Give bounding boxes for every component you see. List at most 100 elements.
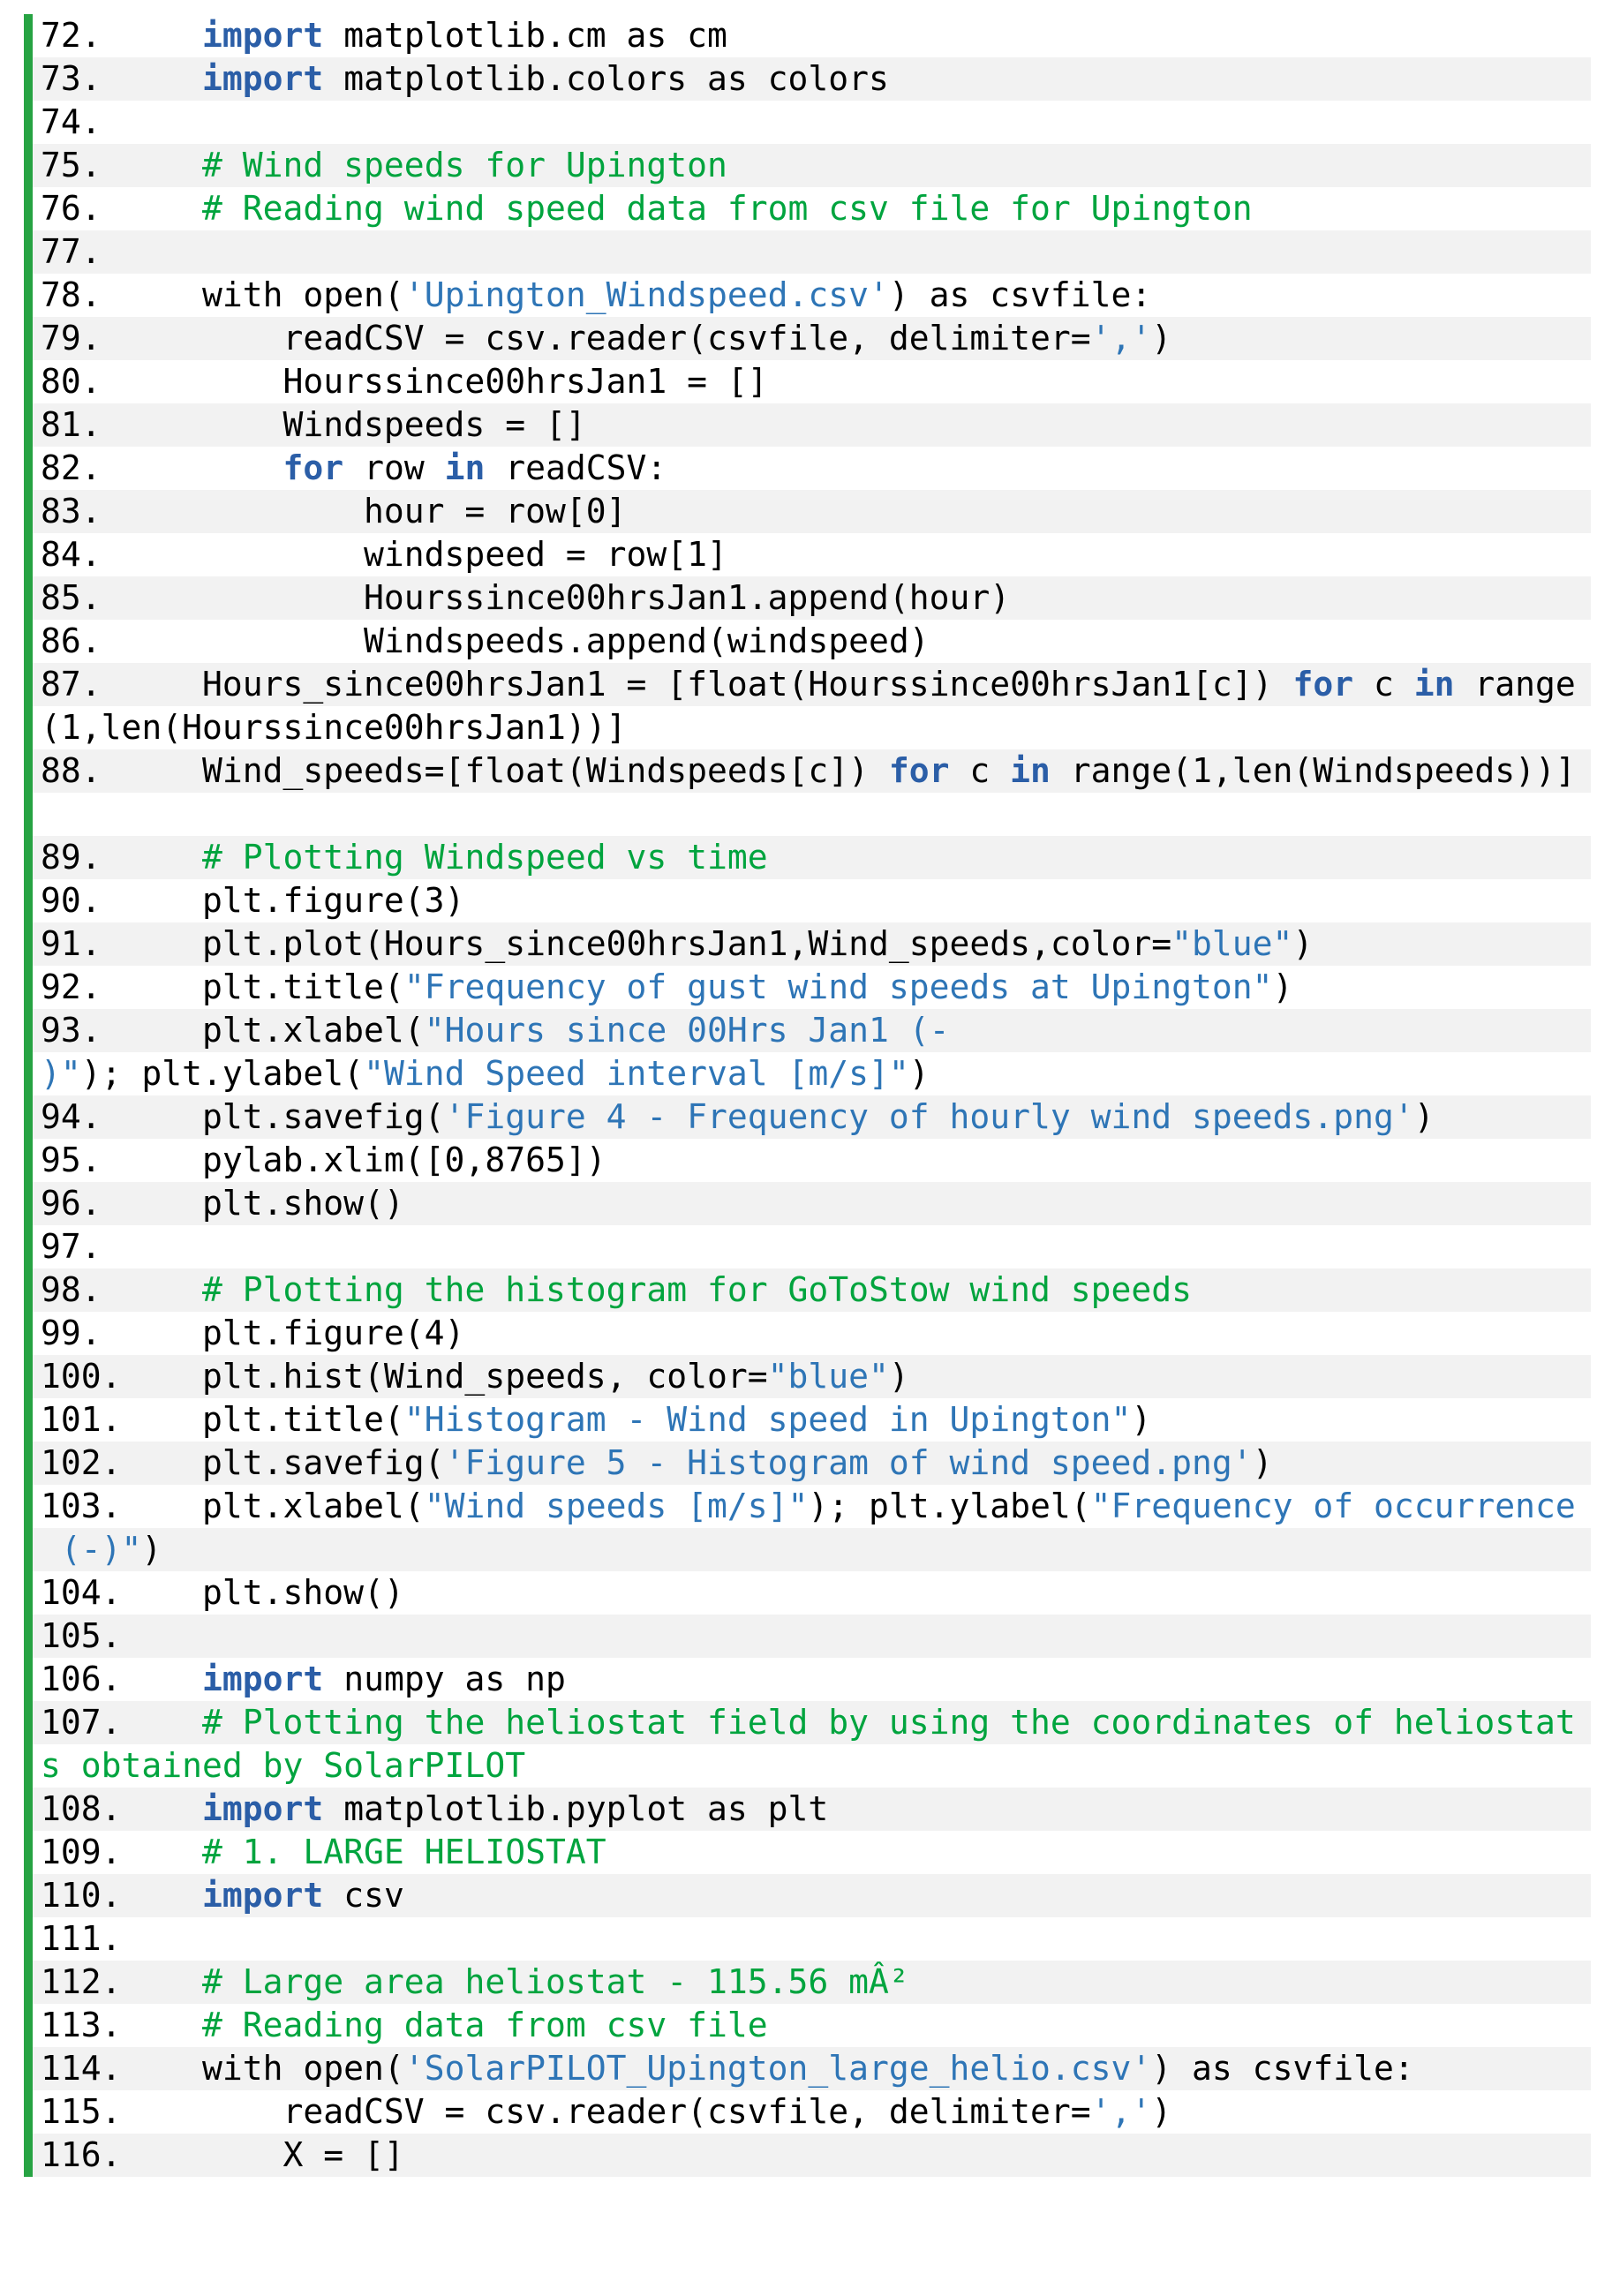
keyword-token: for xyxy=(1292,665,1354,704)
code-text: 76. xyxy=(41,189,203,228)
code-text: c xyxy=(1353,665,1414,704)
code-row: 103. plt.xlabel("Wind speeds [m/s]"); pl… xyxy=(33,1485,1591,1528)
code-text: ) xyxy=(888,1357,909,1396)
code-text: ); plt.ylabel( xyxy=(808,1487,1091,1525)
code-text: 77. xyxy=(41,232,102,271)
keyword-token: in xyxy=(1413,665,1455,704)
code-row: 111. xyxy=(33,1917,1591,1961)
keyword-token: import xyxy=(202,1660,324,1698)
code-row: 80. Hourssince00hrsJan1 = [] xyxy=(33,360,1591,403)
code-text: 89. xyxy=(41,838,203,877)
code-text: ) xyxy=(1292,924,1314,963)
code-text: readCSV: xyxy=(485,448,667,487)
code-text: 115. readCSV = csv.reader(csvfile, delim… xyxy=(41,2092,1091,2131)
code-row: 105. xyxy=(33,1615,1591,1658)
code-row: 82. for row in readCSV: xyxy=(33,447,1591,490)
code-row: 98. # Plotting the histogram for GoToSto… xyxy=(33,1268,1591,1312)
code-text: 98. xyxy=(41,1270,203,1309)
code-row: 92. plt.title("Frequency of gust wind sp… xyxy=(33,966,1591,1009)
code-text: 110. xyxy=(41,1876,203,1915)
code-row: 93. plt.xlabel("Hours since 00Hrs Jan1 (… xyxy=(33,1009,1591,1052)
code-text: 85. Hourssince00hrsJan1.append(hour) xyxy=(41,578,1011,617)
code-row: 85. Hourssince00hrsJan1.append(hour) xyxy=(33,576,1591,620)
code-text: 114. with open( xyxy=(41,2049,404,2088)
comment-token: # 1. LARGE HELIOSTAT xyxy=(202,1833,606,1871)
code-text: 78. with open( xyxy=(41,275,404,314)
keyword-token: for xyxy=(888,751,950,790)
code-text: 73. xyxy=(41,59,203,98)
string-token: ',' xyxy=(1090,2092,1152,2131)
code-row: 88. Wind_speeds=[float(Windspeeds[c]) fo… xyxy=(33,749,1591,793)
code-text: 102. plt.savefig( xyxy=(41,1443,445,1482)
code-row: 74. xyxy=(33,101,1591,144)
code-row: 115. readCSV = csv.reader(csvfile, delim… xyxy=(33,2090,1591,2134)
code-row: 113. # Reading data from csv file xyxy=(33,2004,1591,2047)
code-text: 79. readCSV = csv.reader(csvfile, delimi… xyxy=(41,319,1091,358)
code-text: 100. plt.hist(Wind_speeds, color= xyxy=(41,1357,768,1396)
code-text: matplotlib.pyplot as plt xyxy=(323,1789,829,1828)
string-token: "blue" xyxy=(767,1357,889,1396)
code-row: 83. hour = row[0] xyxy=(33,490,1591,533)
code-text: csv xyxy=(323,1876,404,1915)
keyword-token: import xyxy=(202,16,324,55)
keyword-token: for xyxy=(282,448,344,487)
code-text: ) as csvfile: xyxy=(1151,2049,1414,2088)
code-row: 81. Windspeeds = [] xyxy=(33,403,1591,447)
code-row xyxy=(33,793,1591,836)
code-text: 82. xyxy=(41,448,283,487)
code-text: range xyxy=(1454,665,1576,704)
code-text: 75. xyxy=(41,146,203,184)
string-token: "Hours since 00Hrs Jan1 (- xyxy=(424,1011,950,1050)
code-row: 77. xyxy=(33,230,1591,274)
code-row: 110. import csv xyxy=(33,1874,1591,1917)
code-text: ) xyxy=(1272,967,1293,1006)
code-text: 106. xyxy=(41,1660,203,1698)
string-token: "blue" xyxy=(1171,924,1293,963)
code-text: matplotlib.colors as colors xyxy=(323,59,889,98)
code-row: 73. import matplotlib.colors as colors xyxy=(33,57,1591,101)
code-text: ) xyxy=(141,1530,162,1569)
code-row: 95. pylab.xlim([0,8765]) xyxy=(33,1139,1591,1182)
code-text: matplotlib.cm as cm xyxy=(323,16,727,55)
code-text: ) xyxy=(1252,1443,1273,1482)
code-row: 72. import matplotlib.cm as cm xyxy=(33,14,1591,57)
code-text: 93. plt.xlabel( xyxy=(41,1011,425,1050)
string-token: "Wind Speed interval [m/s]" xyxy=(364,1054,909,1093)
code-text: 104. plt.show() xyxy=(41,1573,404,1612)
code-text: 108. xyxy=(41,1789,203,1828)
keyword-token: in xyxy=(444,448,486,487)
string-token: "Frequency of occurrence xyxy=(1090,1487,1576,1525)
code-text: 105. xyxy=(41,1616,122,1655)
code-text: ); plt.ylabel( xyxy=(80,1054,365,1093)
string-token: ',' xyxy=(1090,319,1152,358)
code-row: 112. # Large area heliostat - 115.56 mÂ² xyxy=(33,1961,1591,2004)
code-text: 92. plt.title( xyxy=(41,967,404,1006)
comment-token: s obtained by SolarPILOT xyxy=(41,1746,526,1785)
code-text: row xyxy=(343,448,445,487)
comment-token: # Wind speeds for Upington xyxy=(202,146,727,184)
string-token: )" xyxy=(41,1054,81,1093)
comment-token: # Plotting the histogram for GoToStow wi… xyxy=(202,1270,1193,1309)
code-row: 76. # Reading wind speed data from csv f… xyxy=(33,187,1591,230)
code-text: c xyxy=(949,751,1011,790)
code-row: 97. xyxy=(33,1225,1591,1268)
code-text: 109. xyxy=(41,1833,203,1871)
code-row: 102. plt.savefig('Figure 5 - Histogram o… xyxy=(33,1442,1591,1485)
code-row: 100. plt.hist(Wind_speeds, color="blue") xyxy=(33,1355,1591,1398)
code-text: 112. xyxy=(41,1962,203,2001)
code-text: 111. xyxy=(41,1919,122,1958)
string-token: 'Upington_Windspeed.csv' xyxy=(403,275,889,314)
code-row: 109. # 1. LARGE HELIOSTAT xyxy=(33,1831,1591,1874)
code-row: 99. plt.figure(4) xyxy=(33,1312,1591,1355)
code-row: (1,len(Hourssince00hrsJan1))] xyxy=(33,706,1591,749)
code-row: 101. plt.title("Histogram - Wind speed i… xyxy=(33,1398,1591,1442)
code-text: 95. pylab.xlim([0,8765]) xyxy=(41,1140,606,1179)
comment-token: # Reading data from csv file xyxy=(202,2006,768,2044)
code-row: 91. plt.plot(Hours_since00hrsJan1,Wind_s… xyxy=(33,922,1591,966)
code-row: 78. with open('Upington_Windspeed.csv') … xyxy=(33,274,1591,317)
keyword-token: import xyxy=(202,59,324,98)
code-text: ) xyxy=(1151,2092,1172,2131)
string-token: 'SolarPILOT_Upington_large_helio.csv' xyxy=(403,2049,1152,2088)
code-row: s obtained by SolarPILOT xyxy=(33,1744,1591,1788)
code-text: ) as csvfile: xyxy=(888,275,1152,314)
